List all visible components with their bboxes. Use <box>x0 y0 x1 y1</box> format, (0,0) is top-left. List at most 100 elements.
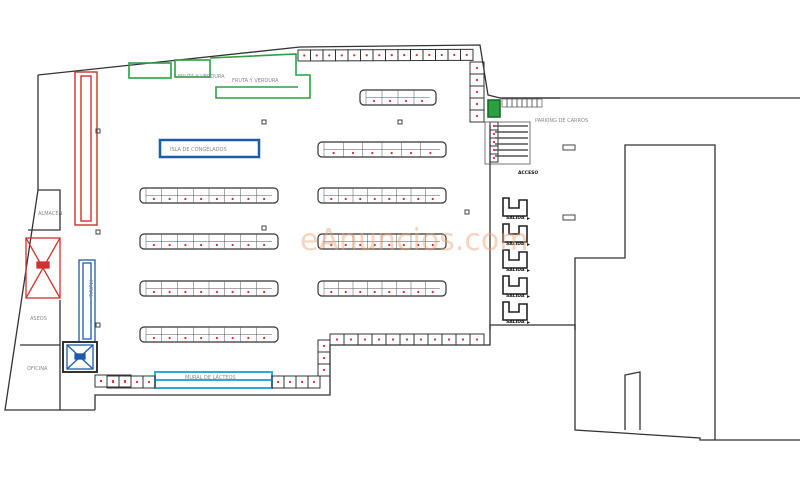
wall-shelf-cell <box>343 333 359 346</box>
wall-shelf-cell <box>371 333 387 346</box>
stair-step <box>536 98 543 108</box>
shelf-mark <box>344 197 347 201</box>
wall-shelf-cell <box>489 153 499 163</box>
shelf-mark <box>359 290 362 294</box>
shelf-mark <box>200 197 203 201</box>
structural-column <box>464 209 470 215</box>
left-display-label: MURAL <box>87 280 93 298</box>
shelf-mark <box>388 243 391 247</box>
shelf-mark <box>363 338 367 341</box>
gondola <box>139 326 279 343</box>
shelf-mark <box>152 243 155 247</box>
wall-shelf-cell <box>322 49 336 62</box>
shelf-mark <box>247 197 250 201</box>
structural-column <box>95 229 101 235</box>
shelf-mark <box>373 243 376 247</box>
shelf-mark <box>404 99 408 103</box>
wall-shelf-cell <box>130 375 144 389</box>
shelf-mark <box>405 338 409 341</box>
checkout-counter: SALIDA <box>502 301 530 325</box>
wall-shelf-outline <box>469 109 485 123</box>
checkout-desk <box>502 223 528 243</box>
shelf-mark <box>152 290 155 294</box>
wall-shelf-cell <box>335 49 349 62</box>
wall-shelf-cell <box>435 48 449 61</box>
exit-arrow-icon <box>527 321 530 324</box>
shelf-mark <box>111 380 115 384</box>
right-building-inner <box>624 371 641 430</box>
shelf-mark <box>402 197 405 201</box>
exit-arrow-icon <box>527 295 530 298</box>
wall-shelf-cell <box>469 109 485 123</box>
shelf-mark <box>402 290 405 294</box>
storage-label: ALMACÉN <box>38 209 63 217</box>
wall-shelf-cell <box>399 333 415 346</box>
gondola <box>317 280 447 297</box>
shelf-mark <box>475 338 479 341</box>
shelf-mark <box>322 356 326 360</box>
shelf-mark <box>388 197 391 201</box>
gondola <box>317 141 447 158</box>
toilets-label: ASEOS <box>30 316 47 322</box>
wall-shelf-cell <box>460 48 474 61</box>
shelf-mark <box>388 99 392 103</box>
shelf-mark <box>402 243 405 247</box>
wall-shelf-cell <box>422 49 436 61</box>
wall-shelf-outline <box>307 375 321 389</box>
shelf-mark <box>373 197 376 201</box>
checkout-counter: SALIDA <box>502 275 530 299</box>
shelf-mark <box>431 243 434 247</box>
shelf-mark <box>390 54 393 57</box>
shelf-mark <box>371 151 374 155</box>
shelf-mark <box>200 243 203 247</box>
wall-shelf-cell <box>427 333 443 346</box>
shelf-mark <box>231 290 234 294</box>
shelf-mark <box>475 90 479 94</box>
shelf-mark <box>335 338 339 341</box>
shelf-mark <box>184 336 187 340</box>
shelf-mark <box>263 336 266 340</box>
structural-column <box>261 225 267 231</box>
shelf-mark <box>99 379 103 383</box>
shelf-mark <box>390 151 393 155</box>
window-mark <box>562 144 576 151</box>
freezer-island <box>158 138 261 159</box>
shelf-mark <box>419 338 423 341</box>
shelf-mark <box>215 336 218 340</box>
shelf-mark <box>263 243 266 247</box>
shelf-mark <box>263 290 266 294</box>
checkout-label: SALIDA <box>506 267 525 273</box>
shelf-mark <box>475 102 479 106</box>
shelf-mark <box>440 53 443 57</box>
wall-shelf-cell <box>142 375 156 389</box>
shelf-mark <box>231 197 234 201</box>
wall-shelf-cell <box>441 333 457 346</box>
shelf-mark <box>378 54 381 57</box>
shelf-mark <box>492 124 496 128</box>
wall-shelf-cell <box>469 97 485 111</box>
wall-shelf-cell <box>410 49 424 62</box>
shelf-mark <box>168 243 171 247</box>
shelf-mark <box>200 336 203 340</box>
checkout-label: SALIDA <box>506 319 525 325</box>
shelf-mark <box>152 336 155 340</box>
wall-shelf-cell <box>447 48 461 61</box>
shelf-mark <box>372 99 376 103</box>
gondola <box>359 89 437 106</box>
wall-shelf-cell <box>469 73 485 87</box>
wall-shelf-cell <box>455 333 471 346</box>
shelf-mark <box>200 290 203 294</box>
wall-shelf-outline <box>142 375 156 389</box>
office-label: OFICINA <box>27 366 48 372</box>
wall-shelf-cell <box>329 333 345 346</box>
wall-shelf-cell <box>317 351 331 365</box>
stair-step <box>531 98 538 108</box>
wall-shelf-cell <box>297 49 311 62</box>
shelf-mark <box>492 140 496 144</box>
wall-shelf-cell <box>283 375 297 389</box>
checkout-counter: SALIDA <box>502 223 530 247</box>
shelf-mark <box>359 197 362 201</box>
shelf-mark <box>147 380 151 384</box>
